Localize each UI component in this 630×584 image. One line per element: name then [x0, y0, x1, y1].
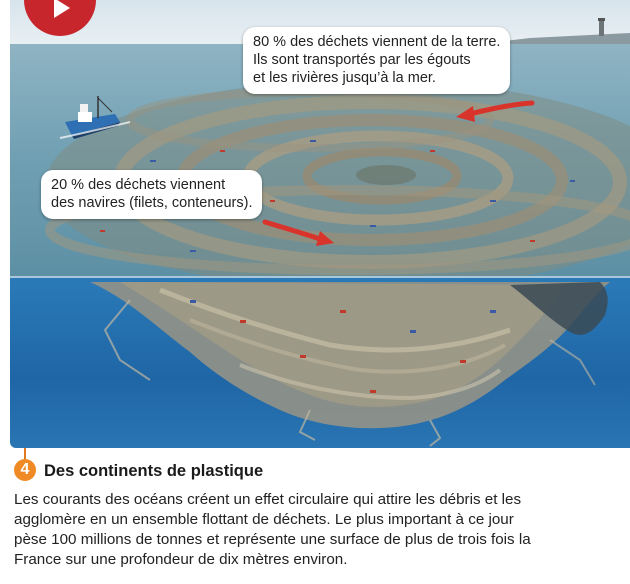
coastline	[480, 33, 630, 44]
callout-land-line: et les rivières jusqu’à la mer.	[253, 70, 436, 86]
callout-ships-line: des navires (filets, conteneurs).	[51, 195, 253, 211]
callout-ships-line: 20 % des déchets viennent	[51, 177, 226, 193]
garbage-patch-illustration: 80 % des déchets viennent de la terre. I…	[10, 0, 630, 448]
caption-number-badge: 4	[14, 459, 36, 481]
callout-ship-waste: 20 % des déchets viennent des navires (f…	[41, 170, 263, 219]
current-arrow-bottom	[262, 219, 334, 246]
caption-body: Les courants des océans créent un effet …	[14, 490, 620, 570]
caption-line: Les courants des océans créent un effet …	[14, 491, 522, 508]
lighthouse-icon	[598, 18, 605, 36]
callout-land-line: 80 % des déchets viennent de la terre.	[253, 34, 501, 50]
caption-line: France sur une profondeur de dix mètres …	[14, 551, 348, 568]
caption-line: agglomère en un ensemble flottant de déc…	[14, 511, 514, 528]
debris-specks	[100, 140, 575, 393]
callout-land-line: Ils sont transportés par les égouts	[253, 52, 471, 68]
play-icon	[54, 0, 70, 18]
callout-land-waste: 80 % des déchets viennent de la terre. I…	[243, 27, 511, 94]
fishing-boat-icon	[59, 96, 131, 139]
underwater-garbage-mass	[90, 282, 610, 447]
current-arrow-top	[456, 100, 535, 122]
caption-connector	[24, 448, 26, 462]
caption-title: Des continents de plastique	[44, 462, 264, 480]
caption-line: pèse 100 millions de tonnes et représent…	[14, 531, 531, 548]
